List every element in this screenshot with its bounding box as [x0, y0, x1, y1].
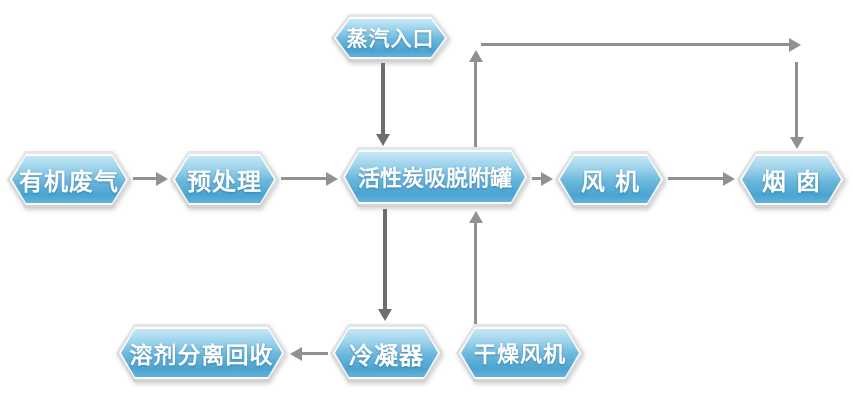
node-steam-inlet: 蒸汽入口: [331, 14, 450, 62]
node-solvent-recovery: 溶剂分离回收: [116, 324, 287, 382]
node-carbon-tank: 活性炭吸脱附罐: [340, 147, 530, 207]
node-label-fan: 风 机: [580, 168, 641, 196]
hexagon-fill: [560, 156, 661, 203]
node-label-chimney: 烟 囱: [761, 168, 822, 196]
hexagon-fill: [336, 19, 445, 57]
arrow-pretreatment-to-carbon-tank: [281, 177, 326, 180]
node-chimney: 烟 囱: [737, 151, 846, 208]
hexagon-fill: [461, 329, 579, 377]
node-pretreatment: 预处理: [170, 151, 279, 208]
node-label-carbon-tank: 活性炭吸脱附罐: [357, 167, 512, 192]
hexagon-fill: [335, 329, 438, 377]
node-condenser: 冷凝器: [330, 324, 443, 382]
hexagon-fill: [345, 152, 525, 202]
arrow-steam-to-carbon-tank: [381, 63, 385, 134]
node-organic-waste-gas: 有机废气: [7, 151, 131, 208]
node-label-solvent-recovery: 溶剂分离回收: [129, 343, 274, 369]
node-label-condenser: 冷凝器: [349, 341, 424, 370]
node-label-steam-inlet: 蒸汽入口: [346, 27, 435, 51]
arrow-bypass-top-right: [481, 43, 789, 46]
node-label-drying-fan: 干燥风机: [473, 343, 566, 368]
node-fan: 风 机: [555, 151, 666, 208]
arrow-condenser-to-solvent-recovery: [302, 352, 328, 355]
arrow-carbon-tank-to-condenser: [383, 209, 387, 309]
hexagon-fill: [12, 156, 126, 203]
arrow-bypass-down-to-chimney: [795, 62, 798, 137]
arrow-organic-to-pretreatment: [133, 177, 156, 180]
arrow-carbon-tank-to-fan: [532, 177, 541, 180]
hexagon-fill: [175, 156, 274, 203]
arrow-fan-to-chimney: [668, 177, 723, 180]
hexagon-fill: [121, 329, 282, 377]
node-drying-fan: 干燥风机: [456, 324, 584, 382]
hexagon-fill: [742, 156, 841, 203]
arrow-carbon-tank-bypass-up: [474, 62, 477, 147]
node-label-organic-waste-gas: 有机废气: [19, 168, 119, 196]
arrow-drying-fan-to-carbon-tank: [474, 223, 477, 324]
node-label-pretreatment: 预处理: [187, 168, 262, 196]
